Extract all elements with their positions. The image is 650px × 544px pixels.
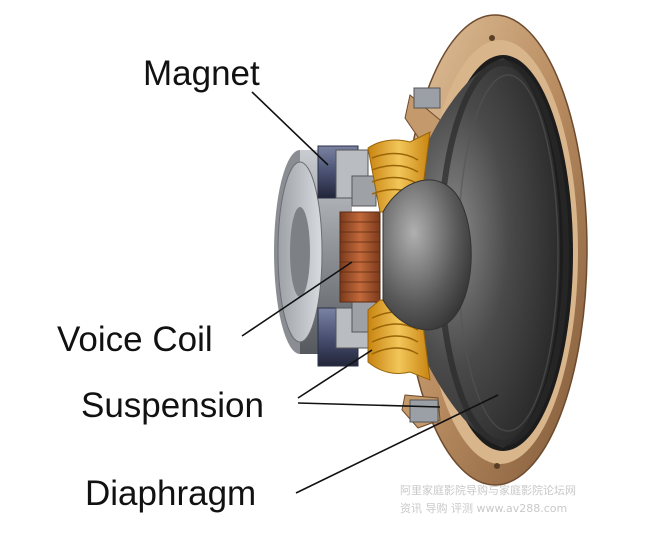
magnet	[317, 145, 377, 367]
magnet-label: Magnet	[143, 54, 260, 93]
suspension-leader-1	[297, 349, 373, 399]
diaphragm-label: Diaphragm	[85, 474, 257, 513]
voice-coil	[339, 211, 381, 303]
watermark-line-1: 阿里家庭影院导购与家庭影院论坛网	[400, 484, 576, 497]
dust-cap	[382, 179, 472, 331]
suspension-leader-2	[297, 402, 441, 408]
leader-lines	[241, 91, 499, 494]
diaphragm-leader	[295, 394, 499, 494]
suspension-label: Suspension	[81, 386, 264, 425]
voice-coil-label: Voice Coil	[57, 320, 213, 359]
watermark-line-2: 资讯 导购 评测 www.av288.com	[400, 502, 568, 515]
magnet-leader	[251, 91, 329, 166]
voice-coil-leader	[241, 261, 353, 337]
diaphragm-cone	[395, 58, 569, 448]
